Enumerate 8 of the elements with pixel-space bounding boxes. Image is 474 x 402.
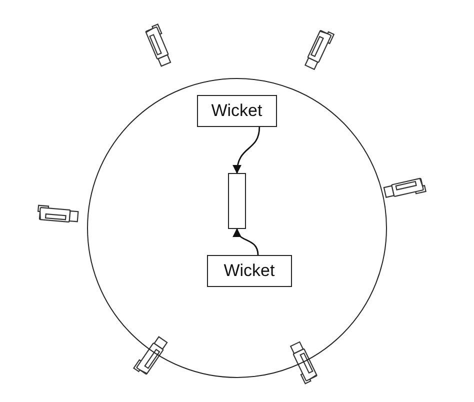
wicket-label: Wicket	[224, 260, 275, 281]
label-box	[196, 94, 277, 127]
wicket-label: Wicket	[211, 100, 262, 121]
pitch-rectangle	[228, 172, 246, 229]
arrow	[233, 126, 260, 174]
arrow	[234, 228, 259, 256]
field-circle	[87, 78, 387, 378]
label-box	[206, 254, 292, 287]
